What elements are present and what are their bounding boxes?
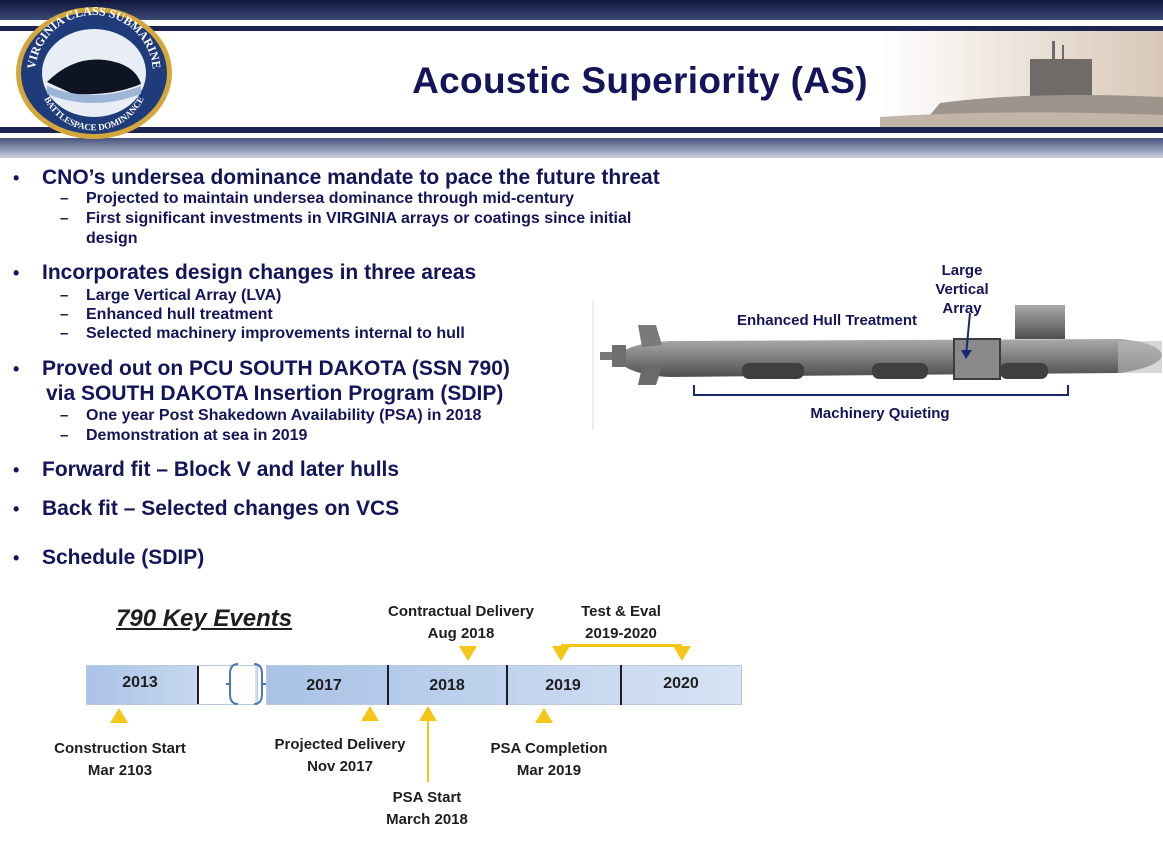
timeline-break	[226, 663, 266, 705]
sub-bullet: One year Post Shakedown Availability (PS…	[86, 407, 482, 424]
marker-contractual-delivery	[459, 646, 477, 661]
test-eval-span	[561, 644, 682, 647]
bullet-marker: •	[13, 359, 20, 379]
header-sub-image	[880, 31, 1163, 127]
bullet-marker: •	[13, 460, 20, 480]
year-2020: 2020	[663, 675, 699, 692]
event-projected-delivery: Projected Delivery Nov 2017	[274, 736, 406, 775]
marker-projected-delivery	[361, 706, 379, 721]
header-bottom-band	[0, 138, 1163, 158]
marker-construction-start	[110, 708, 128, 723]
header-bottom-stripe	[0, 127, 1163, 133]
event-psa-completion: PSA Completion Mar 2019	[490, 740, 608, 779]
event-test-eval: Test & Eval 2019-2020	[581, 603, 661, 642]
bullet-2: Incorporates design changes in three are…	[42, 261, 477, 284]
timeline-bar	[266, 665, 742, 705]
sail	[1015, 305, 1065, 339]
year-2018: 2018	[429, 677, 465, 694]
bullet-marker: •	[13, 499, 20, 519]
bullet-marker: •	[13, 548, 20, 568]
year-2013: 2013	[122, 674, 158, 691]
sub-bullet: Large Vertical Array (LVA)	[86, 287, 282, 304]
virginia-class-logo: VIRGINIA CLASS SUBMARINE BATTLESPACE DOM…	[16, 4, 172, 139]
bullet-5: Back fit – Selected changes on VCS	[42, 497, 400, 520]
header-stripe	[0, 26, 1163, 31]
sub-bullet: Enhanced hull treatment	[86, 306, 273, 323]
year-2017: 2017	[306, 677, 342, 694]
timeline-heading: 790 Key Events	[116, 605, 293, 632]
sub-bullet-cont: design	[86, 230, 138, 247]
bullet-marker: •	[13, 263, 20, 283]
sub-bullet: Selected machinery improvements internal…	[86, 325, 465, 342]
bullet-3-cont: via SOUTH DAKOTA Insertion Program (SDIP…	[46, 382, 504, 405]
machinery-bracket	[693, 385, 1069, 396]
year-2019: 2019	[545, 677, 581, 694]
bullet-3: Proved out on PCU SOUTH DAKOTA (SSN 790)	[42, 357, 510, 380]
machinery-label: Machinery Quieting	[810, 405, 950, 422]
lva-label: Large Vertical Array	[935, 262, 989, 317]
marker-psa-completion	[535, 708, 553, 723]
event-contractual-delivery: Contractual Delivery Aug 2018	[388, 603, 534, 642]
sub-bullet: First significant investments in VIRGINI…	[86, 210, 632, 227]
marker-test-eval-start	[552, 646, 570, 661]
sub-bullet: Demonstration at sea in 2019	[86, 427, 308, 444]
header-top-band	[0, 0, 1163, 20]
slide-header: VIRGINIA CLASS SUBMARINE BATTLESPACE DOM…	[0, 0, 1163, 160]
event-construction-start: Construction Start Mar 2103	[54, 740, 186, 779]
event-psa-start: PSA Start March 2018	[386, 789, 468, 828]
sub-bullet: Projected to maintain undersea dominance…	[86, 190, 575, 207]
bullet-6: Schedule (SDIP)	[42, 546, 205, 569]
lva-section	[953, 338, 1001, 380]
marker-test-eval-end	[673, 646, 691, 661]
psa-start-line	[427, 720, 429, 782]
page-title: Acoustic Superiority (AS)	[412, 60, 868, 101]
hull-label: Enhanced Hull Treatment	[736, 312, 918, 329]
bullet-marker: •	[13, 168, 20, 188]
bullet-1: CNO’s undersea dominance mandate to pace…	[42, 166, 660, 189]
marker-psa-start	[419, 706, 437, 721]
bullet-4: Forward fit – Block V and later hulls	[42, 458, 400, 481]
submarine-diagram	[592, 300, 1162, 430]
